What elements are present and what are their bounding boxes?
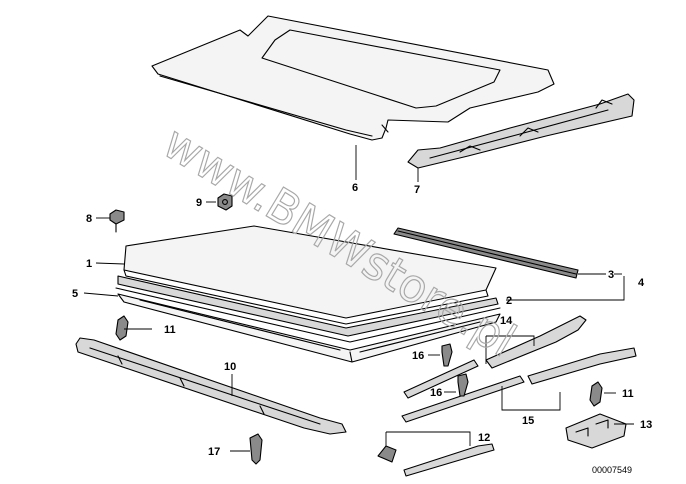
callout-16-bottom: 16 [430,387,442,399]
nut-part-9[interactable] [217,193,233,211]
callout-4: 4 [638,277,645,289]
guide-shoe-part-14[interactable] [403,315,587,399]
drive-block-part-13[interactable] [565,413,627,449]
callout-1: 1 [86,258,92,270]
callout-11-right: 11 [622,388,634,400]
seal-strip-part-3[interactable] [393,227,579,279]
diagram-code: 00007549 [592,465,632,475]
callout-7: 7 [414,184,420,196]
callout-9: 9 [196,197,202,209]
glass-sunroof-lid-part-1[interactable] [123,225,497,325]
headliner-panel-part-6[interactable] [151,15,555,141]
bolt-part-8[interactable] [109,209,125,233]
callout-16-top: 16 [412,350,424,362]
cable-guide-part-12[interactable] [377,443,495,477]
screw-part-16-top[interactable] [441,343,453,367]
callout-8: 8 [86,213,92,225]
lid-frame-part-5[interactable] [117,293,501,363]
lid-seal-part-2[interactable] [115,275,501,343]
callout-3: 3 [608,269,614,281]
callout-13: 13 [640,419,652,431]
callout-12: 12 [478,432,490,444]
pin-part-17[interactable] [249,433,263,465]
screw-part-16-bottom[interactable] [457,373,469,397]
front-guide-rail-part-10[interactable] [75,337,347,435]
clip-part-11-right[interactable] [589,381,603,407]
callout-14: 14 [500,315,513,327]
callout-11-left: 11 [164,324,176,336]
callout-5: 5 [72,288,78,300]
callout-2: 2 [506,295,512,307]
callout-10: 10 [224,361,236,373]
clip-part-11-left[interactable] [115,315,129,341]
rail-insert-part-15[interactable] [401,347,637,423]
leader-lines [83,145,634,452]
callout-15: 15 [522,415,534,427]
rear-guide-rail-part-7[interactable] [407,93,635,169]
callout-17: 17 [208,446,220,458]
callout-6: 6 [352,182,358,194]
